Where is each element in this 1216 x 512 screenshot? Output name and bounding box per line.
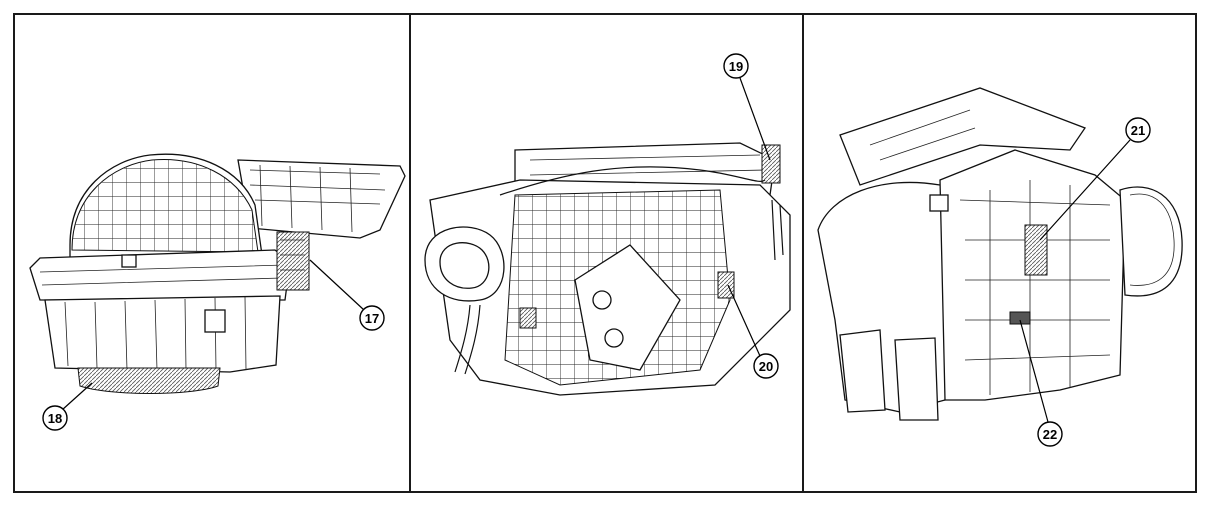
panel-3-hvac-case (817, 87, 1183, 421)
callout-17-label: 17 (365, 311, 379, 326)
callout-17: 17 (309, 259, 385, 331)
callout-20: 20 (727, 284, 779, 379)
panel-2-heater-core-unit (424, 142, 791, 396)
callout-18-label: 18 (48, 411, 62, 426)
diagram-frame (13, 13, 1197, 493)
callout-18: 18 (42, 382, 93, 431)
callout-22: 22 (1019, 319, 1063, 447)
callout-22-label: 22 (1043, 427, 1057, 442)
panel-1-blower-unit (29, 153, 406, 394)
panel-divider-1 (409, 15, 411, 491)
callout-19: 19 (723, 53, 771, 161)
callout-21: 21 (1039, 117, 1151, 241)
panel-divider-2 (802, 15, 804, 491)
callout-20-label: 20 (759, 359, 773, 374)
callout-21-label: 21 (1131, 123, 1145, 138)
callout-19-label: 19 (729, 59, 743, 74)
